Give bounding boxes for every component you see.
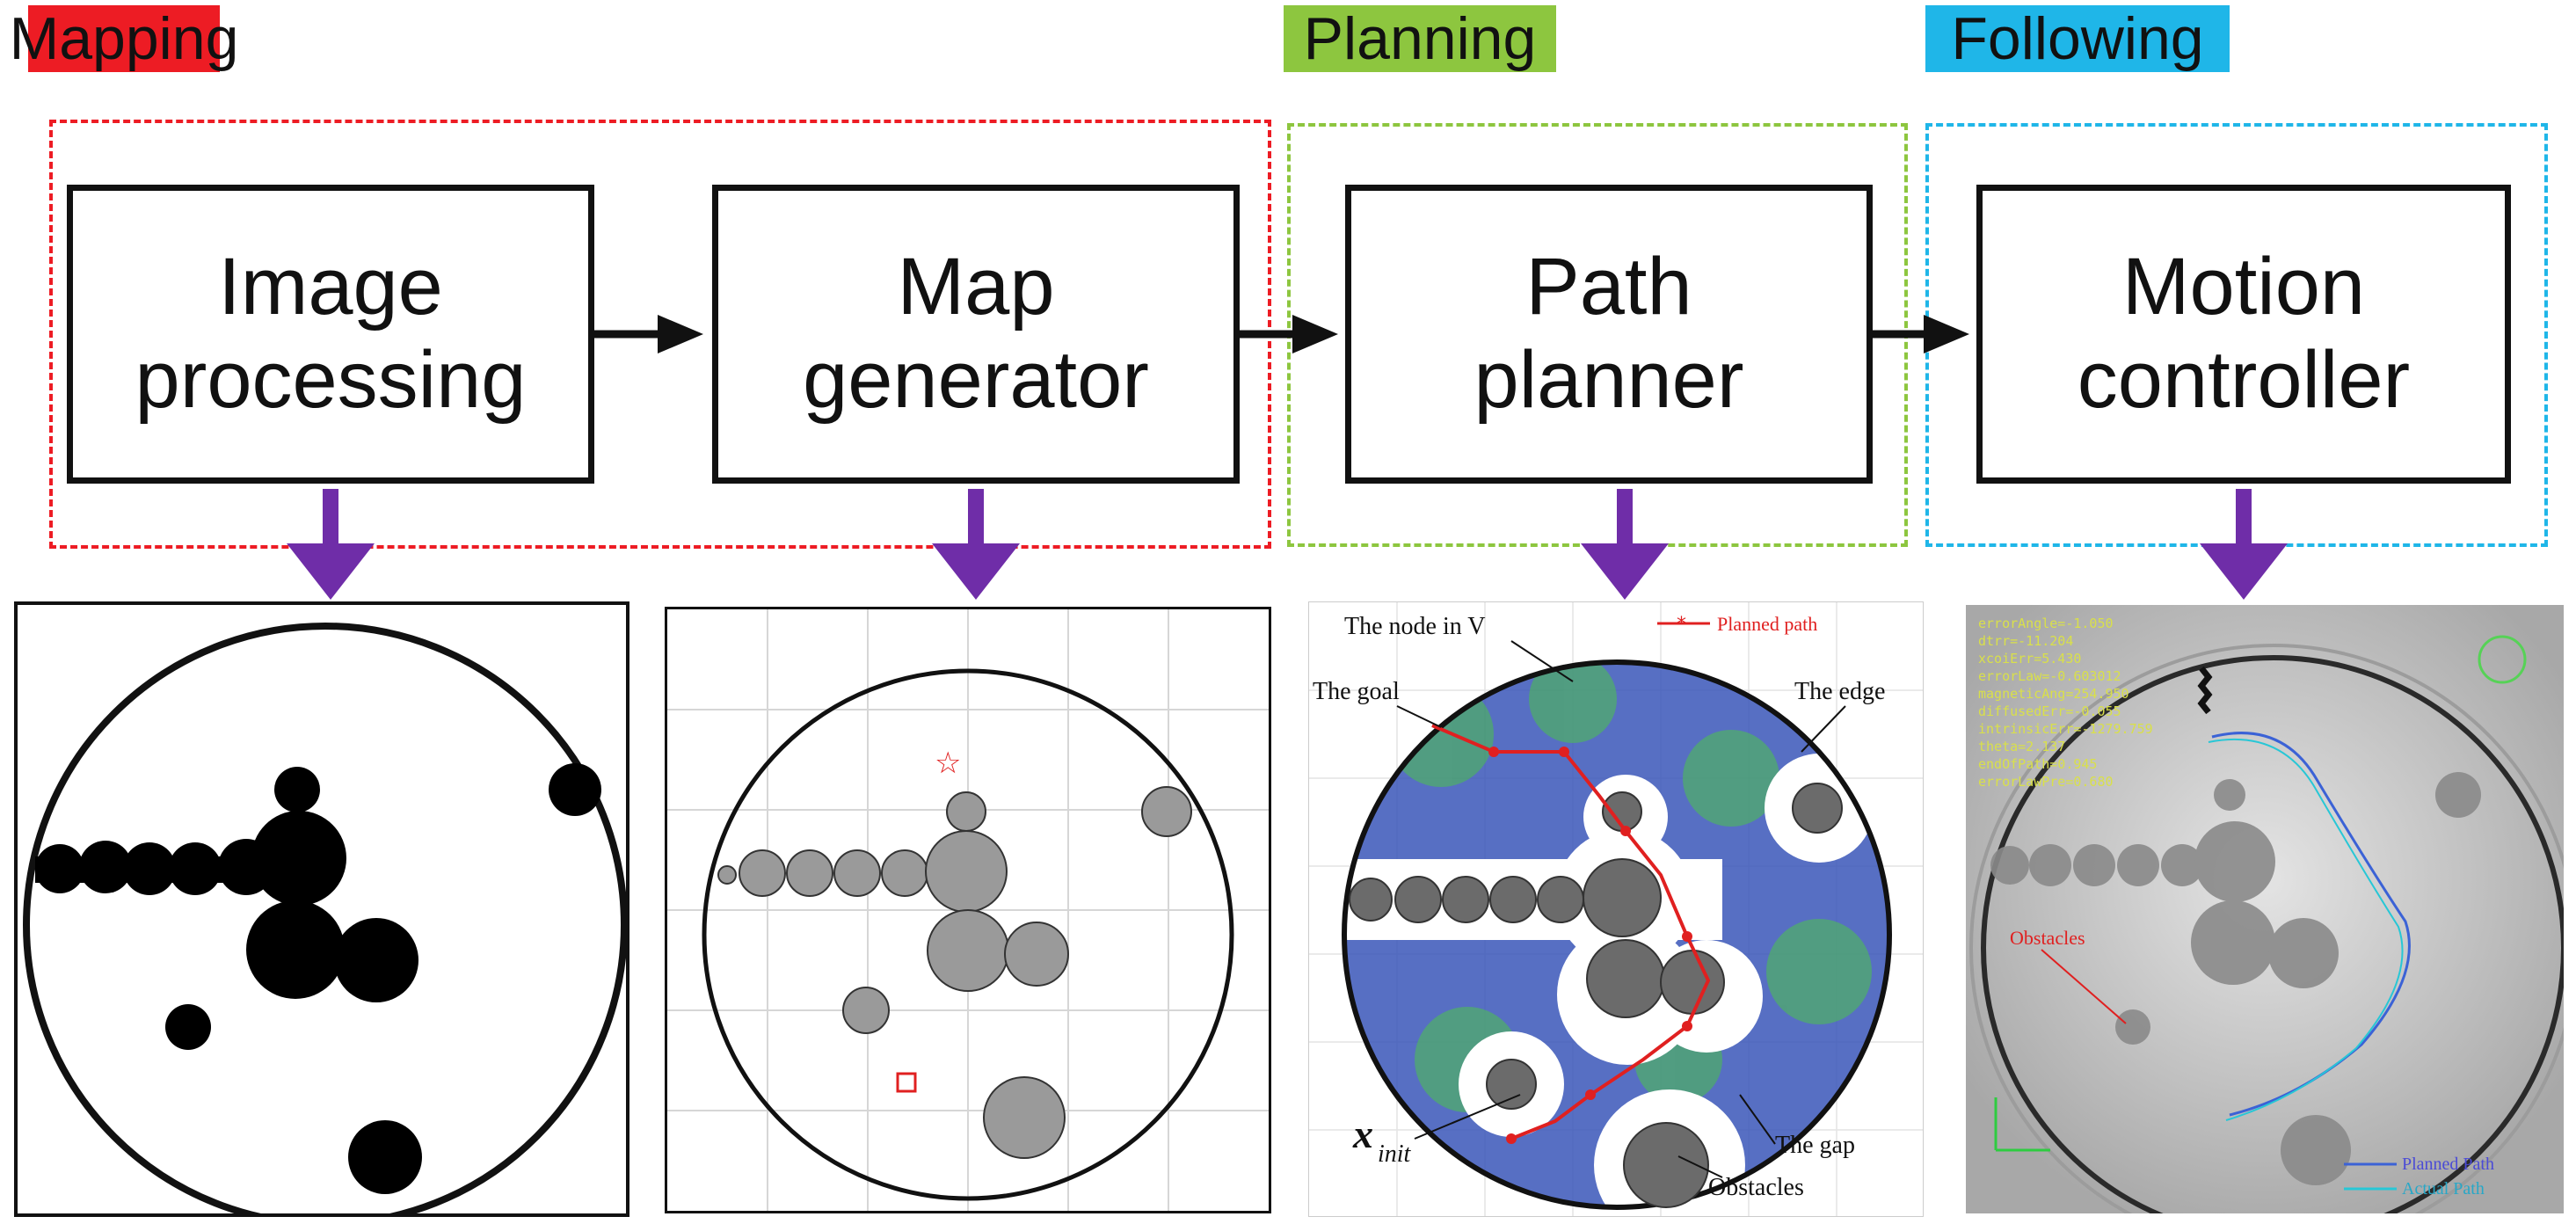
image-processing-block: Image processing	[67, 185, 594, 484]
map-generator-line1: Map	[897, 242, 1055, 332]
gap-annotation: The gap	[1775, 1132, 1855, 1159]
planning-label: Planning	[1284, 5, 1556, 72]
readout-line: errorLawPre=0.680	[1978, 774, 2114, 790]
path-planner-line2: planner	[1474, 335, 1744, 425]
obstacles-label: Obstacles	[2010, 927, 2085, 949]
obstacles-annotation: Obstacles	[1708, 1174, 1804, 1201]
generated-map: ☆	[667, 609, 1269, 1211]
generated-map-panel: ☆	[665, 607, 1271, 1213]
planning-label-text: Planning	[1303, 5, 1537, 72]
output-arrow-head	[932, 543, 1020, 600]
image-processing-line2: processing	[135, 335, 527, 425]
trajectory-legend: Planned Path Actual Path	[2344, 1155, 2494, 1198]
status-readouts: errorAngle=-1.050 dtrr=-11.204 xcoiErr=5.4…	[1978, 616, 2153, 790]
following-label-text: Following	[1951, 5, 2204, 72]
readout-line: xcoiErr=5.430	[1978, 651, 2081, 667]
legend-planned-path: Planned Path	[2402, 1155, 2494, 1174]
readout-line: errorAngle=-1.050	[1978, 616, 2114, 631]
readout-line: magneticAng=254.950	[1978, 686, 2129, 702]
planner-legend-label: Planned path	[1717, 613, 1817, 635]
output-arrow-head	[287, 543, 375, 600]
node-annotation: The node in V	[1344, 613, 1485, 640]
planner-plot: The node in V The goal The edge The gap …	[1309, 602, 1923, 1216]
map-generator-line2: generator	[803, 335, 1149, 425]
camera-view: errorAngle=-1.050 dtrr=-11.204 xcoiErr=5.4…	[1966, 605, 2564, 1213]
following-label: Following	[1925, 5, 2230, 72]
planner-legend: * Planned path	[1657, 613, 1817, 636]
motion-controller-block: Motion controller	[1976, 185, 2511, 484]
mapping-label-text: Mapping	[9, 5, 239, 72]
motion-controller-panel: errorAngle=-1.050 dtrr=-11.204 xcoiErr=5.4…	[1966, 605, 2564, 1213]
xinit-subscript: init	[1378, 1140, 1412, 1168]
readout-line: endOfPath=0.945	[1978, 756, 2097, 772]
output-arrow-head	[2200, 543, 2288, 600]
motion-controller-line1: Motion	[2121, 242, 2366, 332]
binary-image	[23, 623, 626, 1213]
edge-annotation: The edge	[1794, 678, 1885, 705]
mapping-label: Mapping	[10, 5, 238, 72]
image-processing-line1: Image	[218, 242, 443, 332]
map-generator-block: Map generator	[712, 185, 1240, 484]
legend-actual-path: Actual Path	[2402, 1179, 2485, 1198]
output-arrow-head	[1581, 543, 1669, 600]
axis-marker	[1994, 1097, 2050, 1152]
readout-line: errorLaw=-0.603012	[1978, 668, 2121, 684]
readout-line: theta=2.137	[1978, 739, 2065, 754]
readout-line: intrinsicErr=-1279.759	[1978, 721, 2153, 737]
path-planner-panel: The node in V The goal The edge The gap …	[1308, 601, 1924, 1217]
goal-annotation: The goal	[1313, 678, 1400, 705]
path-planner-block: Path planner	[1345, 185, 1873, 484]
svg-text:☆: ☆	[935, 746, 961, 781]
xinit-annotation: x	[1352, 1111, 1373, 1156]
actual-trajectory	[2208, 738, 2404, 1121]
readout-line: dtrr=-11.204	[1978, 633, 2073, 649]
svg-text:*: *	[1677, 614, 1686, 636]
motion-controller-line2: controller	[2077, 335, 2411, 425]
binary-image-panel	[14, 601, 629, 1217]
path-planner-line1: Path	[1525, 242, 1692, 332]
readout-line: diffusedErr=-0.055	[1978, 703, 2121, 719]
